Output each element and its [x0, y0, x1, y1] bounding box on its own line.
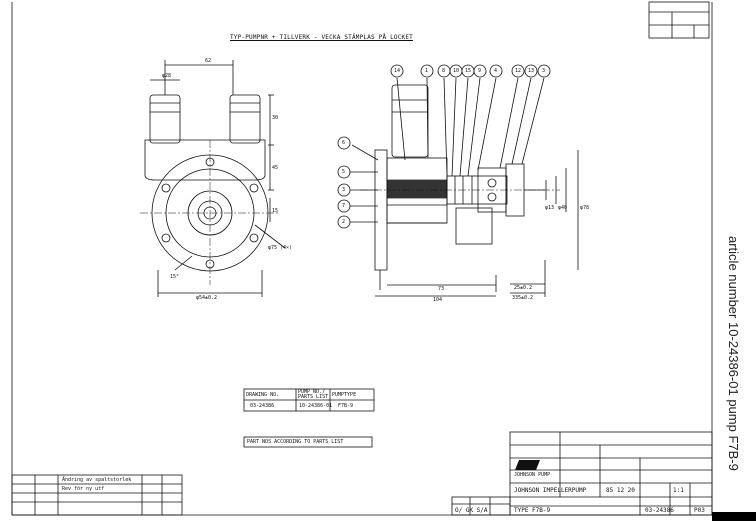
balloon-label: 3 — [342, 187, 346, 193]
pump-type-title: TYPE F7B-9 — [514, 507, 551, 514]
pump-table-cell: 03-24386 — [250, 403, 275, 409]
title-block-grid — [509, 431, 713, 516]
balloon-label: 10 — [453, 68, 460, 74]
dim-335: 335±0.2 — [512, 295, 534, 301]
revision-block-grid — [11, 474, 183, 516]
dim-phi13: φ13 — [545, 205, 555, 211]
drawing-title: JOHNSON IMPELLERPUMP — [514, 487, 587, 494]
drawing-number: 03-24386 — [645, 507, 674, 514]
balloon-label: 5 — [342, 169, 346, 175]
balloon-label: 6 — [342, 140, 346, 146]
balloon-label: 15 — [465, 68, 472, 74]
company-logo — [515, 460, 540, 470]
dim-phi40: φ40 — [558, 205, 568, 211]
dim-phi75: φ75 (4×) — [268, 245, 293, 251]
pump-table-grid — [243, 388, 375, 448]
stamp-box — [648, 1, 710, 39]
balloon-label: 9 — [478, 68, 482, 74]
dim-15-degree: 15° — [170, 274, 180, 280]
balloon-label: 12 — [515, 68, 522, 74]
corner-black-bar — [712, 512, 756, 521]
balloon-label: 1 — [425, 68, 429, 74]
dim-104: 104 — [433, 297, 443, 303]
balloon-label: 2 — [342, 219, 346, 225]
dim-25: 25±0.2 — [514, 285, 533, 291]
dim-30: 30 — [272, 115, 279, 121]
header-caption: TYP-PUMPNR + TILLVERK - VECKA STÄMPLAS P… — [230, 34, 413, 41]
dim-phi54: φ54±0.2 — [196, 295, 218, 301]
pump-table-cell: 10-24386-01 — [299, 403, 333, 409]
dim-15: 15 — [272, 208, 279, 214]
balloon-label: 3 — [542, 68, 546, 74]
side-caption: article number 10-24386-01 pump F7B-9 — [726, 236, 743, 516]
dim-phi78: φ78 — [580, 205, 590, 211]
balloon-label: 14 — [394, 68, 401, 74]
balloon-label: 4 — [494, 68, 498, 74]
revision-row: Rev för ny utf — [62, 486, 105, 492]
balloon-label: 7 — [342, 203, 346, 209]
pump-table-header: PUMPTYPE — [332, 392, 357, 398]
scale: 1:1 — [673, 487, 684, 494]
sign-initials: O/ GK S/A — [455, 507, 488, 514]
pump-table-cell: F7B-9 — [338, 403, 354, 409]
section-view — [350, 77, 579, 297]
sheet-id: P03 — [694, 507, 705, 514]
date: 85 12 20 — [606, 487, 635, 494]
parts-note: PART NOS ACCORDING TO PARTS LIST — [247, 439, 344, 445]
dim-62: 62 — [205, 58, 212, 64]
balloon-label: 13 — [528, 68, 535, 74]
balloon-label: 8 — [442, 68, 446, 74]
dim-45: 45 — [272, 165, 279, 171]
dim-phi28: φ28 — [162, 73, 172, 79]
company-name: JOHNSON PUMP — [514, 472, 551, 478]
side-caption-text: article number 10-24386-01 pump F7B-9 — [726, 236, 741, 471]
revision-row: Ändring av spaltstorlek — [62, 477, 132, 483]
dim-73: 73 — [438, 286, 445, 292]
pump-table-header: DRAWING NO. — [246, 392, 280, 398]
pump-table-header: PUMP NO./ PARTS LIST — [298, 389, 329, 400]
front-view — [140, 60, 286, 297]
sign-block-grid — [451, 496, 511, 516]
